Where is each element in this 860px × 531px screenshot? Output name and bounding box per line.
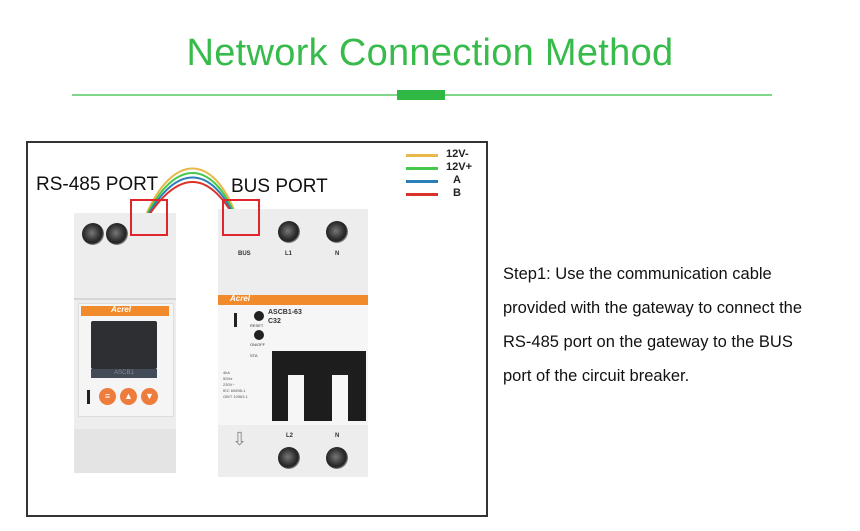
legend-swatch (406, 193, 438, 196)
lcd-screen (91, 321, 157, 369)
indicator-slot (234, 313, 237, 327)
terminal-screw (82, 223, 104, 245)
bus-port-highlight (222, 199, 260, 236)
menu-button[interactable]: ≡ (99, 388, 116, 405)
title-divider-accent (397, 90, 445, 100)
wire-legend: 12V- 12V+ A B (406, 148, 476, 201)
wire-12v-neg (145, 167, 237, 216)
status-label: STA (250, 353, 258, 358)
rs485-port-highlight (130, 199, 168, 236)
legend-item: A (406, 174, 476, 188)
brand-logo: Acrel (111, 305, 132, 314)
arrow-down-icon: ⇩ (232, 429, 248, 449)
legend-label: A (453, 174, 461, 186)
down-button[interactable]: ▼ (141, 388, 158, 405)
gateway-device: Acrel ASCB1 ≡ ▲ ▼ (74, 213, 176, 473)
legend-item: 12V+ (406, 161, 476, 175)
terminal-screw-l2 (278, 447, 300, 469)
legend-label: 12V- (446, 148, 469, 160)
rating-label: C32 (268, 318, 281, 325)
breaker-front-panel: Acrel ASCB1-63 C32 RESET ON/OFF STA 4kA … (218, 294, 368, 425)
model-label: ASCB1-63 (268, 309, 302, 316)
model-label: ASCB1 (91, 369, 157, 378)
bus-port-label: BUS PORT (231, 176, 328, 197)
step1-instructions: Step1: Use the communication cable provi… (503, 265, 803, 385)
terminal-label-n-bottom: N (335, 433, 340, 439)
spec-text: 4kA 50Hz 230V~ IEC 60898-1 GB/T 10963.1 (223, 370, 248, 399)
on-off-button[interactable] (254, 330, 264, 340)
brand-logo: Acrel (230, 294, 251, 303)
legend-label: 12V+ (446, 161, 472, 173)
brand-band: Acrel (81, 305, 169, 316)
rs485-port-label: RS-485 PORT (36, 174, 159, 195)
reset-button[interactable] (254, 311, 264, 321)
page-title: Network Connection Method (186, 32, 674, 74)
wire-12v-pos (146, 172, 236, 216)
brand-band: Acrel (218, 294, 368, 305)
gateway-front-panel: Acrel ASCB1 ≡ ▲ ▼ (78, 303, 174, 417)
toggle-handle[interactable] (272, 351, 366, 421)
legend-label: B (453, 187, 461, 199)
connection-diagram: RS-485 PORT BUS PORT Acrel ASCB1 ≡ ▲ ▼ B… (26, 141, 488, 517)
legend-swatch (406, 180, 438, 183)
legend-swatch (406, 154, 438, 157)
terminal-screw-n2 (326, 447, 348, 469)
reset-label: RESET (250, 323, 264, 328)
wire-b (148, 181, 234, 216)
legend-swatch (406, 167, 438, 170)
indicator-slot (87, 390, 90, 404)
legend-item: B (406, 187, 476, 201)
terminal-screw-l1 (278, 221, 300, 243)
terminal-screw-n (326, 221, 348, 243)
up-button[interactable]: ▲ (120, 388, 137, 405)
circuit-breaker: BUS L1 N Acrel ASCB1-63 C32 RESET ON/OFF… (218, 209, 368, 477)
terminal-label-l2: L2 (286, 433, 294, 439)
on-off-label: ON/OFF (250, 342, 266, 347)
terminal-label-l1: L1 (285, 251, 293, 257)
terminal-screw (106, 223, 128, 245)
terminal-label-bus: BUS (238, 251, 251, 257)
terminal-label-n: N (335, 251, 340, 257)
legend-item: 12V- (406, 148, 476, 162)
